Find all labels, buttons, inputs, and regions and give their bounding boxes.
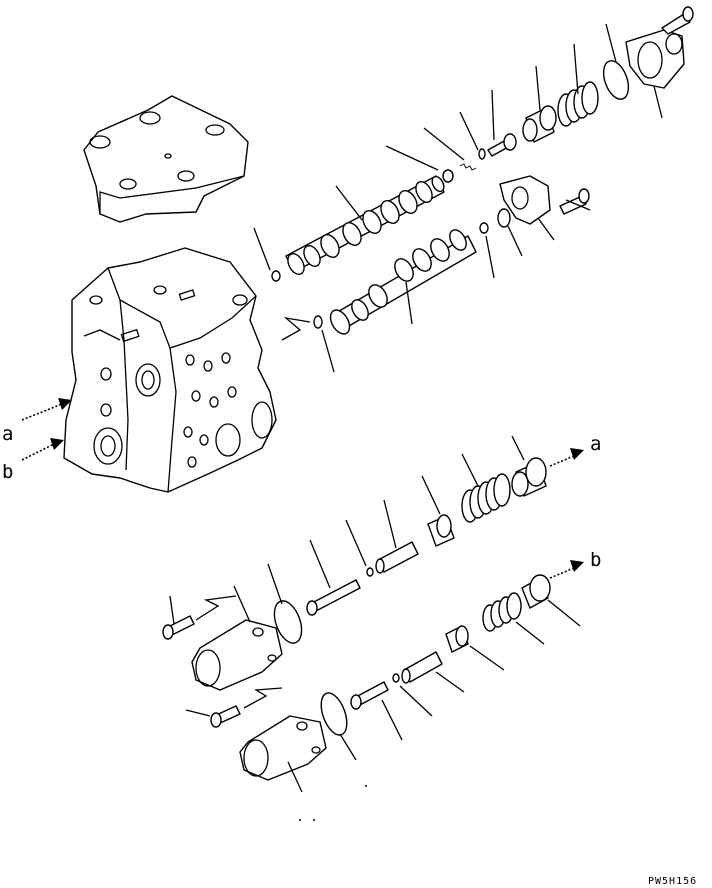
plug-lower xyxy=(313,315,323,329)
flow-label-a-right: a xyxy=(590,433,601,455)
bolt-middle xyxy=(559,188,590,215)
end-cap-upper xyxy=(625,29,685,89)
small-plug-upper xyxy=(442,169,454,183)
bolt-b xyxy=(350,681,389,710)
cover-plate xyxy=(83,95,249,223)
spring-b xyxy=(482,592,522,632)
end-cap-a xyxy=(511,457,547,497)
washer-upper xyxy=(478,148,486,160)
end-cap-lower-2 xyxy=(239,715,327,781)
flow-arrow-b-left xyxy=(21,438,64,461)
flow-arrow-b-right xyxy=(549,560,584,579)
valve-body xyxy=(63,247,277,493)
end-cap-middle xyxy=(499,175,551,225)
leader-lines xyxy=(169,23,663,793)
sleeve-a xyxy=(375,541,419,574)
bolt-cap-lower xyxy=(210,705,241,728)
spacer-a xyxy=(427,514,455,547)
o-ring-upper xyxy=(602,60,630,100)
spring-upper-large xyxy=(557,81,599,127)
lower-spool xyxy=(329,229,477,335)
bolt-a xyxy=(306,579,361,616)
washer-a xyxy=(366,567,374,577)
flow-arrow-a-right xyxy=(549,448,584,467)
stray-mark xyxy=(365,785,367,787)
small-plug-middle xyxy=(479,222,489,234)
o-ring-middle xyxy=(497,208,511,228)
spring-a xyxy=(461,473,511,523)
bolt-top xyxy=(661,6,694,35)
flow-arrow-a-left xyxy=(21,398,72,421)
drawing-code: PW5H156 xyxy=(648,876,697,887)
washer-b xyxy=(392,673,400,683)
stray-mark xyxy=(313,819,315,821)
spring-small-upper xyxy=(459,163,477,171)
flow-label-a-left: a xyxy=(2,423,13,445)
sleeve-b xyxy=(401,651,443,684)
bolt-cap-upper xyxy=(162,615,195,640)
spacer-upper xyxy=(522,105,557,143)
bolt-upper xyxy=(487,133,517,157)
stray-mark xyxy=(299,819,301,821)
spacer-b xyxy=(445,625,469,653)
end-cap-lower-1 xyxy=(191,619,283,691)
o-ring-lower-2 xyxy=(320,692,348,736)
flow-label-b-left: b xyxy=(2,461,13,483)
end-cap-b xyxy=(521,574,551,609)
flow-label-b-right: b xyxy=(590,549,601,571)
upper-spool xyxy=(285,175,445,275)
plug-upper xyxy=(271,270,281,282)
